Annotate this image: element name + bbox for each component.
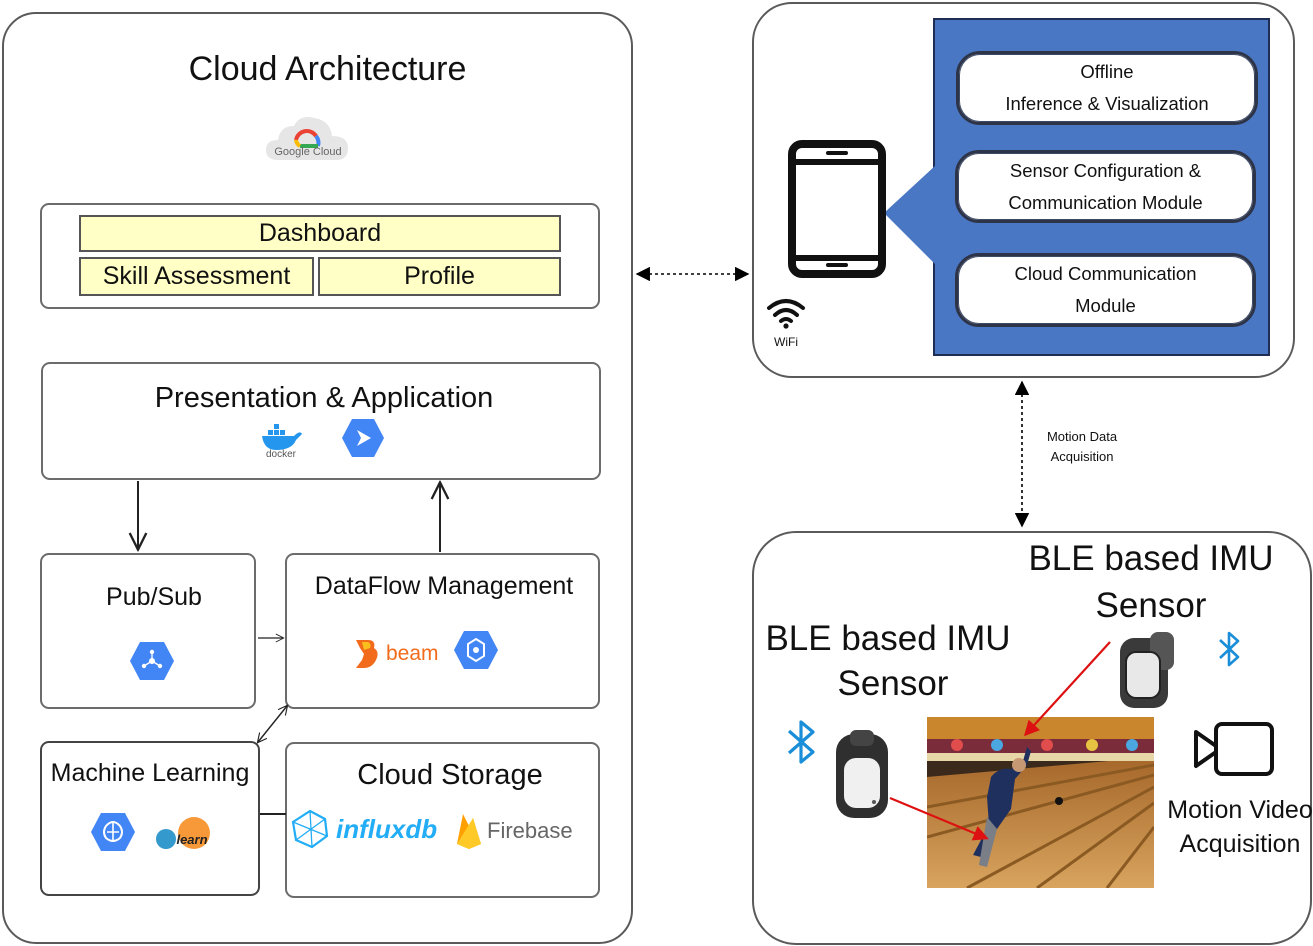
sklearn-logo: learn: [152, 816, 218, 852]
wifi-icon: [767, 299, 805, 329]
presentation-application-title: Presentation & Application: [154, 382, 494, 414]
bowling-photo: [927, 717, 1154, 888]
docker-logo: docker: [256, 422, 306, 460]
bluetooth-icon: [1219, 631, 1240, 667]
beam-logo-text: beam: [386, 642, 439, 665]
motion-data-label-line1: Motion Data: [1046, 429, 1118, 444]
google-cloud-logo-text: Google Cloud: [274, 146, 341, 158]
module-cloud-communication: Cloud Communication Module: [955, 253, 1256, 327]
profile-label: Profile: [318, 257, 561, 296]
firebase-logo-text: Firebase: [487, 818, 573, 843]
machine-learning-title: Machine Learning: [50, 759, 250, 787]
firebase-logo: Firebase: [455, 810, 585, 850]
skill-assessment-label: Skill Assessment: [79, 257, 314, 296]
beam-logo: beam: [352, 636, 444, 672]
google-cloud-logo: Google Cloud: [264, 110, 352, 166]
imu-left-label-line2: Sensor: [837, 664, 949, 703]
influxdb-logo-text: influxdb: [336, 814, 437, 844]
motion-data-label-line2: Acquisition: [1050, 449, 1114, 464]
imu-sensor-icon: [1120, 632, 1174, 708]
imu-sensor-icon: [836, 730, 888, 818]
machine-learning-box: [40, 741, 260, 896]
dataflow-icon: [454, 631, 498, 669]
sensor-pointer-arrows: [889, 641, 1111, 841]
dataflow-title: DataFlow Management: [314, 572, 574, 600]
bluetooth-icon: [787, 720, 815, 764]
pubsub-box: [40, 553, 256, 709]
sklearn-logo-text: learn: [176, 832, 207, 847]
module-sensor-config: Sensor Configuration & Communication Mod…: [955, 150, 1256, 223]
smartphone-icon: [788, 140, 886, 278]
imu-left-label-line1: BLE based IMU: [765, 619, 1011, 658]
pubsub-icon: [130, 642, 174, 680]
video-label-line2: Acquisition: [1179, 830, 1301, 858]
module-offline-inference: Offline Inference & Visualization: [956, 51, 1258, 125]
video-label-line1: Motion Video: [1167, 796, 1313, 824]
imu-top-label-line2: Sensor: [1095, 586, 1207, 625]
cloud-storage-title: Cloud Storage: [357, 759, 543, 791]
callout-wedge: [884, 165, 936, 265]
cloud-storage-box: [285, 742, 600, 898]
video-camera-icon: [1194, 722, 1274, 776]
presentation-application-box: [41, 362, 601, 480]
influxdb-logo: influxdb: [290, 808, 445, 850]
wifi-label: WiFi: [774, 335, 798, 349]
pubsub-title: Pub/Sub: [106, 583, 202, 611]
imu-top-label-line1: BLE based IMU: [1028, 539, 1274, 578]
docker-logo-text: docker: [266, 449, 297, 458]
app-engine-icon: [342, 419, 384, 457]
ml-engine-icon: [91, 813, 135, 851]
cloud-architecture-title: Cloud Architecture: [188, 50, 467, 88]
dataflow-box: [285, 553, 600, 709]
dashboard-label: Dashboard: [79, 215, 561, 252]
